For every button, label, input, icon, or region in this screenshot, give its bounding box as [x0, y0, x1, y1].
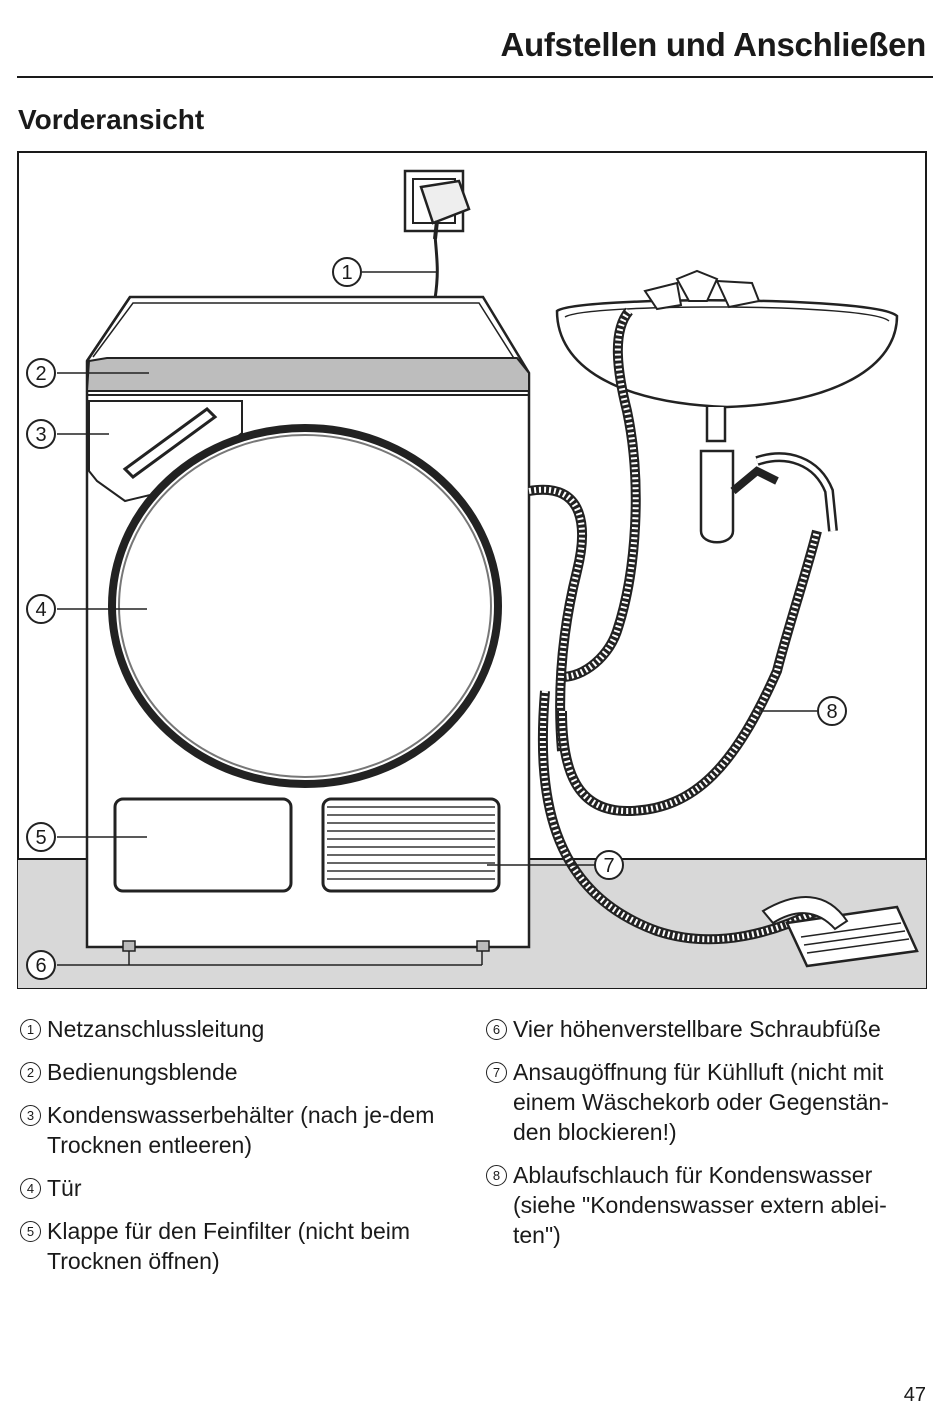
legend-number: 2	[20, 1062, 41, 1083]
wall-socket	[403, 169, 471, 240]
legend-right: 6 Vier höhenverstellbare Schraubfüße 7 A…	[486, 1014, 926, 1263]
legend-item: 8 Ablaufschlauch für Kondenswasser (sieh…	[486, 1160, 926, 1250]
legend-text: Ablaufschlauch für Kondenswasser (siehe …	[513, 1162, 887, 1248]
legend-number: 8	[486, 1165, 507, 1186]
legend-item: 1 Netzanschlussleitung	[20, 1014, 450, 1044]
washbasin	[555, 269, 899, 544]
legend-number: 5	[20, 1221, 41, 1242]
legend-left: 1 Netzanschlussleitung 2 Bedienungsblend…	[20, 1014, 450, 1289]
legend-item: 7 Ansaugöffnung für Kühlluft (nicht mit …	[486, 1057, 926, 1147]
air-intake-grille	[321, 797, 501, 893]
svg-text:4: 4	[35, 599, 46, 621]
page-header-title: Aufstellen und Anschließen	[500, 26, 926, 63]
legend-number: 4	[20, 1178, 41, 1199]
callout-4: 4	[26, 594, 56, 624]
header-rule	[17, 76, 933, 78]
legend-number: 7	[486, 1062, 507, 1083]
legend-number: 6	[486, 1019, 507, 1040]
callout-1: 1	[332, 257, 362, 287]
callout-3: 3	[26, 419, 56, 449]
foot-left	[122, 940, 136, 952]
callout-2: 2	[26, 358, 56, 388]
legend-text: Netzanschlussleitung	[47, 1016, 265, 1042]
legend-text: Tür	[47, 1175, 82, 1201]
legend-item: 6 Vier höhenverstellbare Schraubfüße	[486, 1014, 926, 1044]
page-number: 47	[903, 1384, 926, 1406]
legend-item: 2 Bedienungsblende	[20, 1057, 450, 1087]
legend-text: Klappe für den Feinfilter (nicht beim Tr…	[47, 1218, 411, 1274]
callout-5: 5	[26, 822, 56, 852]
legend-number: 1	[20, 1019, 41, 1040]
svg-text:7: 7	[603, 855, 614, 877]
dryer	[85, 295, 531, 952]
svg-text:5: 5	[35, 827, 46, 849]
legend-text: Ansaugöffnung für Kühlluft (nicht mit ei…	[513, 1059, 889, 1145]
section-title: Vorderansicht	[18, 104, 205, 135]
legend-text: Kondenswasserbehälter (nach je-dem Trock…	[47, 1102, 435, 1158]
legend-item: 5 Klappe für den Feinfilter (nicht beim …	[20, 1216, 450, 1276]
legend-number: 3	[20, 1105, 41, 1126]
floor-drain	[761, 896, 919, 968]
callout-leaders	[57, 271, 817, 966]
svg-text:1: 1	[341, 262, 352, 284]
svg-text:3: 3	[35, 424, 46, 446]
legend-text: Bedienungsblende	[47, 1059, 238, 1085]
filter-flap	[113, 797, 293, 893]
callout-6: 6	[26, 950, 56, 980]
callout-7: 7	[594, 850, 624, 880]
svg-text:6: 6	[35, 955, 46, 977]
legend-item: 3 Kondenswasserbehälter (nach je-dem Tro…	[20, 1100, 450, 1160]
front-view-illustration: 1 2 3 4 5 6 7 8	[17, 151, 927, 989]
svg-text:2: 2	[35, 363, 46, 385]
power-cable	[433, 234, 439, 300]
control-panel	[85, 357, 530, 392]
siphon	[699, 407, 735, 544]
hoses	[528, 307, 822, 945]
legend-text: Vier höhenverstellbare Schraubfüße	[513, 1016, 881, 1042]
foot-right	[476, 940, 490, 952]
svg-text:8: 8	[826, 701, 837, 723]
callout-8: 8	[817, 696, 847, 726]
legend-item: 4 Tür	[20, 1173, 450, 1203]
